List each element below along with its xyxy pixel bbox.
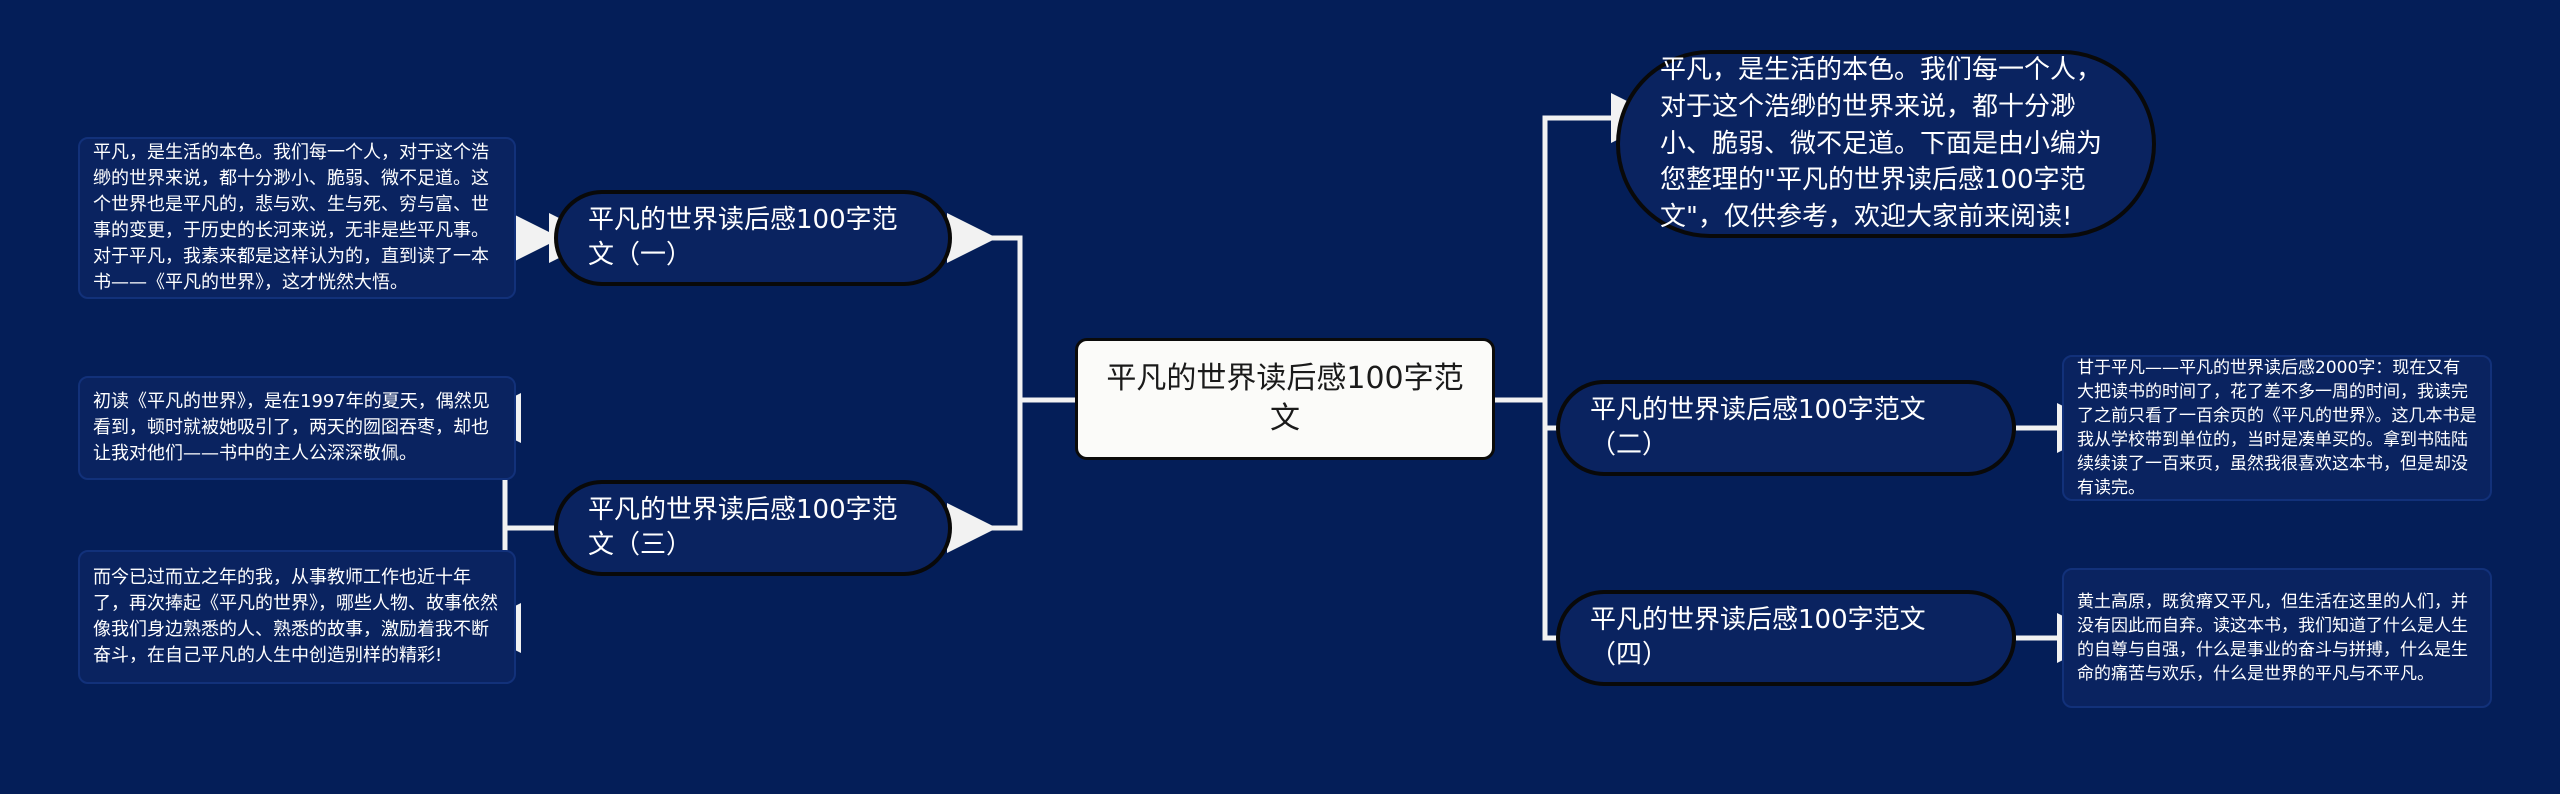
branch-node-left-three[interactable]: 平凡的世界读后感100字范文（三）: [554, 480, 952, 576]
leaf-node-right-one-text: 甘于平凡——平凡的世界读后感2000字：现在又有大把读书的时间了，花了差不多一周…: [2077, 357, 2477, 499]
branch-node-right-two[interactable]: 平凡的世界读后感100字范文（二）: [1556, 380, 2016, 476]
leaf-node-left-one-text: 平凡，是生活的本色。我们每一个人，对于这个浩缈的世界来说，都十分渺小、脆弱、微不…: [93, 141, 489, 294]
edges-root-to-left: [947, 213, 1075, 553]
branch-node-left-three-label: 平凡的世界读后感100字范文（三）: [588, 494, 898, 560]
branch-node-right-four[interactable]: 平凡的世界读后感100字范文（四）: [1556, 590, 2016, 686]
root-node[interactable]: 平凡的世界读后感100字范文: [1075, 338, 1495, 460]
leaf-node-right-two-text: 黄土高原，既贫瘠又平凡，但生活在这里的人们，并没有因此而自弃。读这本书，我们知道…: [2077, 591, 2468, 685]
leaf-node-left-one[interactable]: 平凡，是生活的本色。我们每一个人，对于这个浩缈的世界来说，都十分渺小、脆弱、微不…: [78, 137, 516, 299]
leaf-node-left-three-text: 而今已过而立之年的我，从事教师工作也近十年了，再次捧起《平凡的世界》，哪些人物、…: [93, 566, 498, 667]
leaf-node-left-two[interactable]: 初读《平凡的世界》，是在1997年的夏天，偶然见看到，顿时就被她吸引了，两天的囫…: [78, 376, 516, 480]
edges-root-to-right: [1495, 93, 1661, 663]
summary-node[interactable]: 平凡，是生活的本色。我们每一个人，对于这个浩缈的世界来说，都十分渺小、脆弱、微不…: [1616, 50, 2156, 238]
branch-node-left-one[interactable]: 平凡的世界读后感100字范文（一）: [554, 190, 952, 286]
leaf-node-left-two-text: 初读《平凡的世界》，是在1997年的夏天，偶然见看到，顿时就被她吸引了，两天的囫…: [93, 390, 490, 465]
summary-node-label: 平凡，是生活的本色。我们每一个人，对于这个浩缈的世界来说，都十分渺小、脆弱、微不…: [1660, 54, 2103, 233]
root-node-label: 平凡的世界读后感100字范文: [1106, 361, 1464, 436]
branch-node-left-one-label: 平凡的世界读后感100字范文（一）: [588, 204, 898, 270]
leaf-node-right-two[interactable]: 黄土高原，既贫瘠又平凡，但生活在这里的人们，并没有因此而自弃。读这本书，我们知道…: [2062, 568, 2492, 708]
branch-node-right-four-label: 平凡的世界读后感100字范文（四）: [1590, 604, 1926, 670]
leaf-node-right-one[interactable]: 甘于平凡——平凡的世界读后感2000字：现在又有大把读书的时间了，花了差不多一周…: [2062, 355, 2492, 501]
leaf-node-left-three[interactable]: 而今已过而立之年的我，从事教师工作也近十年了，再次捧起《平凡的世界》，哪些人物、…: [78, 550, 516, 684]
branch-node-right-two-label: 平凡的世界读后感100字范文（二）: [1590, 394, 1926, 460]
